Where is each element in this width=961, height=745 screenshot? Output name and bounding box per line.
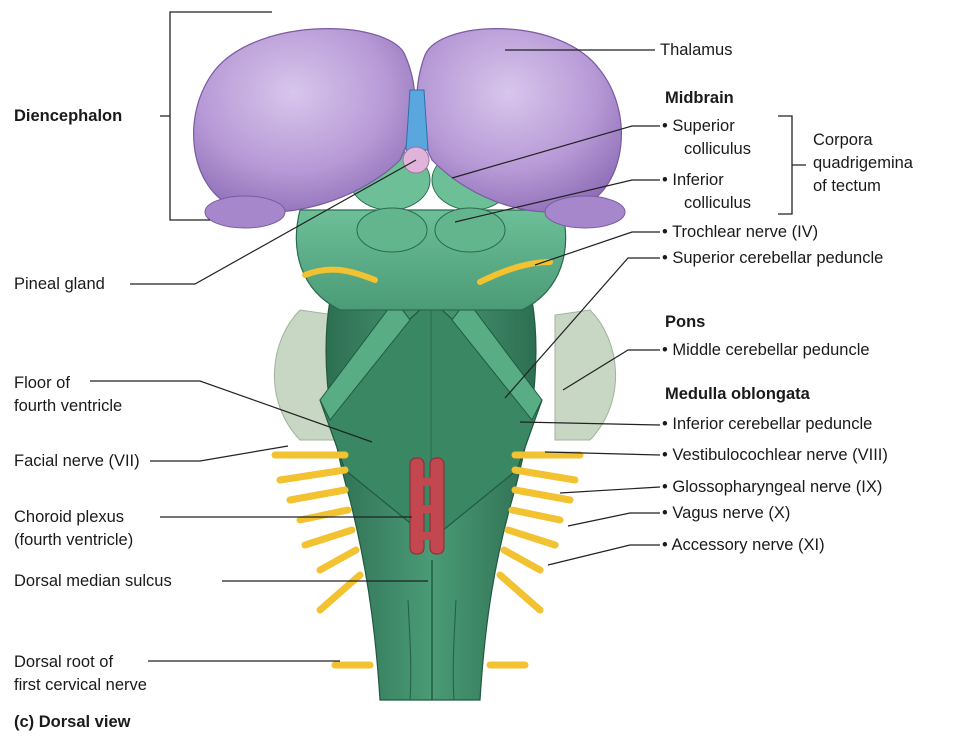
label-inferior-colliculus-1: • Inferior — [662, 170, 724, 190]
label-inferior-colliculus-2: colliculus — [684, 193, 751, 213]
label-corpora-2: quadrigemina — [813, 153, 913, 173]
label-pons: Pons — [665, 312, 705, 332]
label-accessory-nerve: • Accessory nerve (XI) — [662, 535, 825, 555]
label-corpora-3: of tectum — [813, 176, 881, 196]
label-inferior-cerebellar-peduncle: • Inferior cerebellar peduncle — [662, 414, 872, 434]
label-facial-nerve: Facial nerve (VII) — [14, 451, 140, 471]
label-superior-cerebellar-peduncle: • Superior cerebellar peduncle — [662, 248, 883, 268]
corpora-bracket — [778, 116, 806, 214]
label-glossopharyngeal-nerve: • Glossopharyngeal nerve (IX) — [662, 477, 882, 497]
figure-caption: (c) Dorsal view — [14, 712, 130, 732]
label-trochlear-nerve: • Trochlear nerve (IV) — [662, 222, 818, 242]
label-midbrain: Midbrain — [665, 88, 734, 108]
third-ventricle-shape — [406, 90, 428, 150]
label-pineal-gland: Pineal gland — [14, 274, 105, 294]
label-medulla-oblongata: Medulla oblongata — [665, 384, 810, 404]
label-vestibulocochlear-nerve: • Vestibulocochlear nerve (VIII) — [662, 445, 888, 465]
label-superior-colliculus-1: • Superior — [662, 116, 735, 136]
label-corpora-1: Corpora — [813, 130, 873, 150]
label-choroid-plexus-2: (fourth ventricle) — [14, 530, 133, 550]
label-choroid-plexus-1: Choroid plexus — [14, 507, 124, 527]
label-diencephalon: Diencephalon — [14, 106, 122, 126]
label-dorsal-root-1: Dorsal root of — [14, 652, 113, 672]
label-dorsal-median-sulcus: Dorsal median sulcus — [14, 571, 172, 591]
label-dorsal-root-2: first cervical nerve — [14, 675, 147, 695]
label-thalamus: Thalamus — [660, 40, 732, 60]
label-floor-fourth-ventricle-1: Floor of — [14, 373, 70, 393]
label-floor-fourth-ventricle-2: fourth ventricle — [14, 396, 122, 416]
label-superior-colliculus-2: colliculus — [684, 139, 751, 159]
label-middle-cerebellar-peduncle: • Middle cerebellar peduncle — [662, 340, 870, 360]
label-vagus-nerve: • Vagus nerve (X) — [662, 503, 790, 523]
